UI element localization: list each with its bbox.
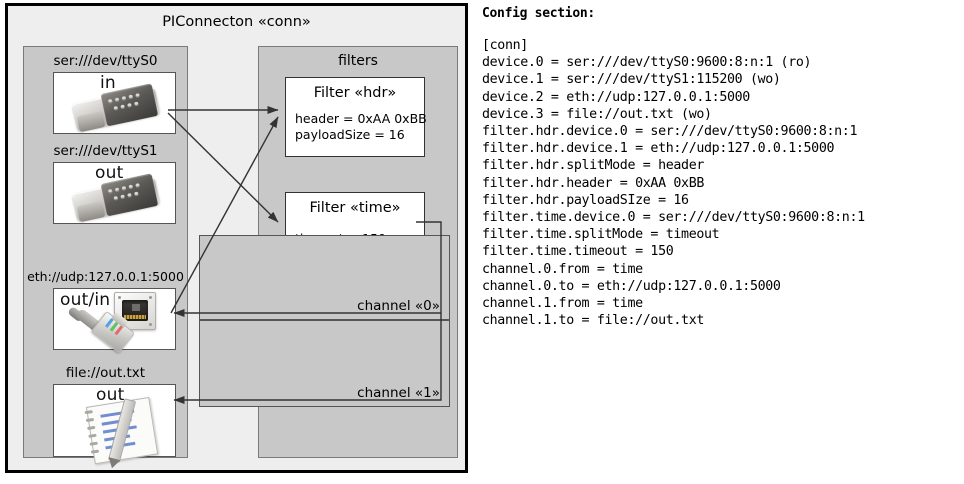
config-heading: Config section: — [482, 6, 595, 21]
devices-panel: ser:///dev/ttyS0 in ser:///dev/ttyS1 out — [23, 46, 188, 470]
filters-panel: filters Filter «hdr» header = 0xAA 0xBB … — [199, 46, 458, 458]
device-io-file: out — [96, 385, 125, 405]
device-io-eth: out/in — [60, 290, 111, 310]
config-section: Config section: [conn] device.0 = ser://… — [482, 6, 960, 329]
page-title: PIConnecton «conn» — [162, 14, 311, 30]
device-box-file[interactable]: out — [53, 384, 176, 470]
channel-label-1: channel «1» — [357, 385, 440, 401]
serial-connector-icon — [71, 80, 163, 137]
device-box-eth[interactable]: out/in — [53, 288, 176, 354]
filters-panel-title: filters — [338, 53, 378, 69]
filter-box-hdr[interactable]: Filter «hdr» header = 0xAA 0xBB payloadS… — [285, 77, 427, 157]
notepad-pencil-icon — [84, 396, 166, 470]
device-label-ttys1: ser:///dev/ttyS1 — [53, 143, 158, 159]
device-box-ttys1[interactable]: out — [53, 162, 176, 224]
channel-box-0[interactable]: channel «0» — [199, 235, 450, 320]
filter-props-hdr: header = 0xAA 0xBB payloadSize = 16 — [295, 111, 427, 142]
device-io-ttys1: out — [95, 163, 124, 183]
filter-title-time: Filter «time» — [309, 200, 401, 216]
device-label-eth: eth://udp:127.0.0.1:5000 — [27, 269, 184, 284]
device-label-ttys0: ser:///dev/ttyS0 — [53, 53, 158, 69]
device-label-file: file://out.txt — [65, 365, 146, 381]
config-listing: [conn] device.0 = ser:///dev/ttyS0:9600:… — [482, 38, 865, 329]
channel-box-1[interactable]: channel «1» — [199, 320, 450, 407]
serial-connector-icon — [71, 170, 163, 227]
device-io-ttys0: in — [100, 73, 116, 93]
channel-label-0: channel «0» — [357, 298, 440, 314]
filter-title-hdr: Filter «hdr» — [313, 85, 397, 101]
device-box-ttys0[interactable]: in — [53, 72, 176, 134]
connector-component-frame: PIConnecton «conn» ser:///dev/ttyS0 in s… — [5, 3, 468, 473]
